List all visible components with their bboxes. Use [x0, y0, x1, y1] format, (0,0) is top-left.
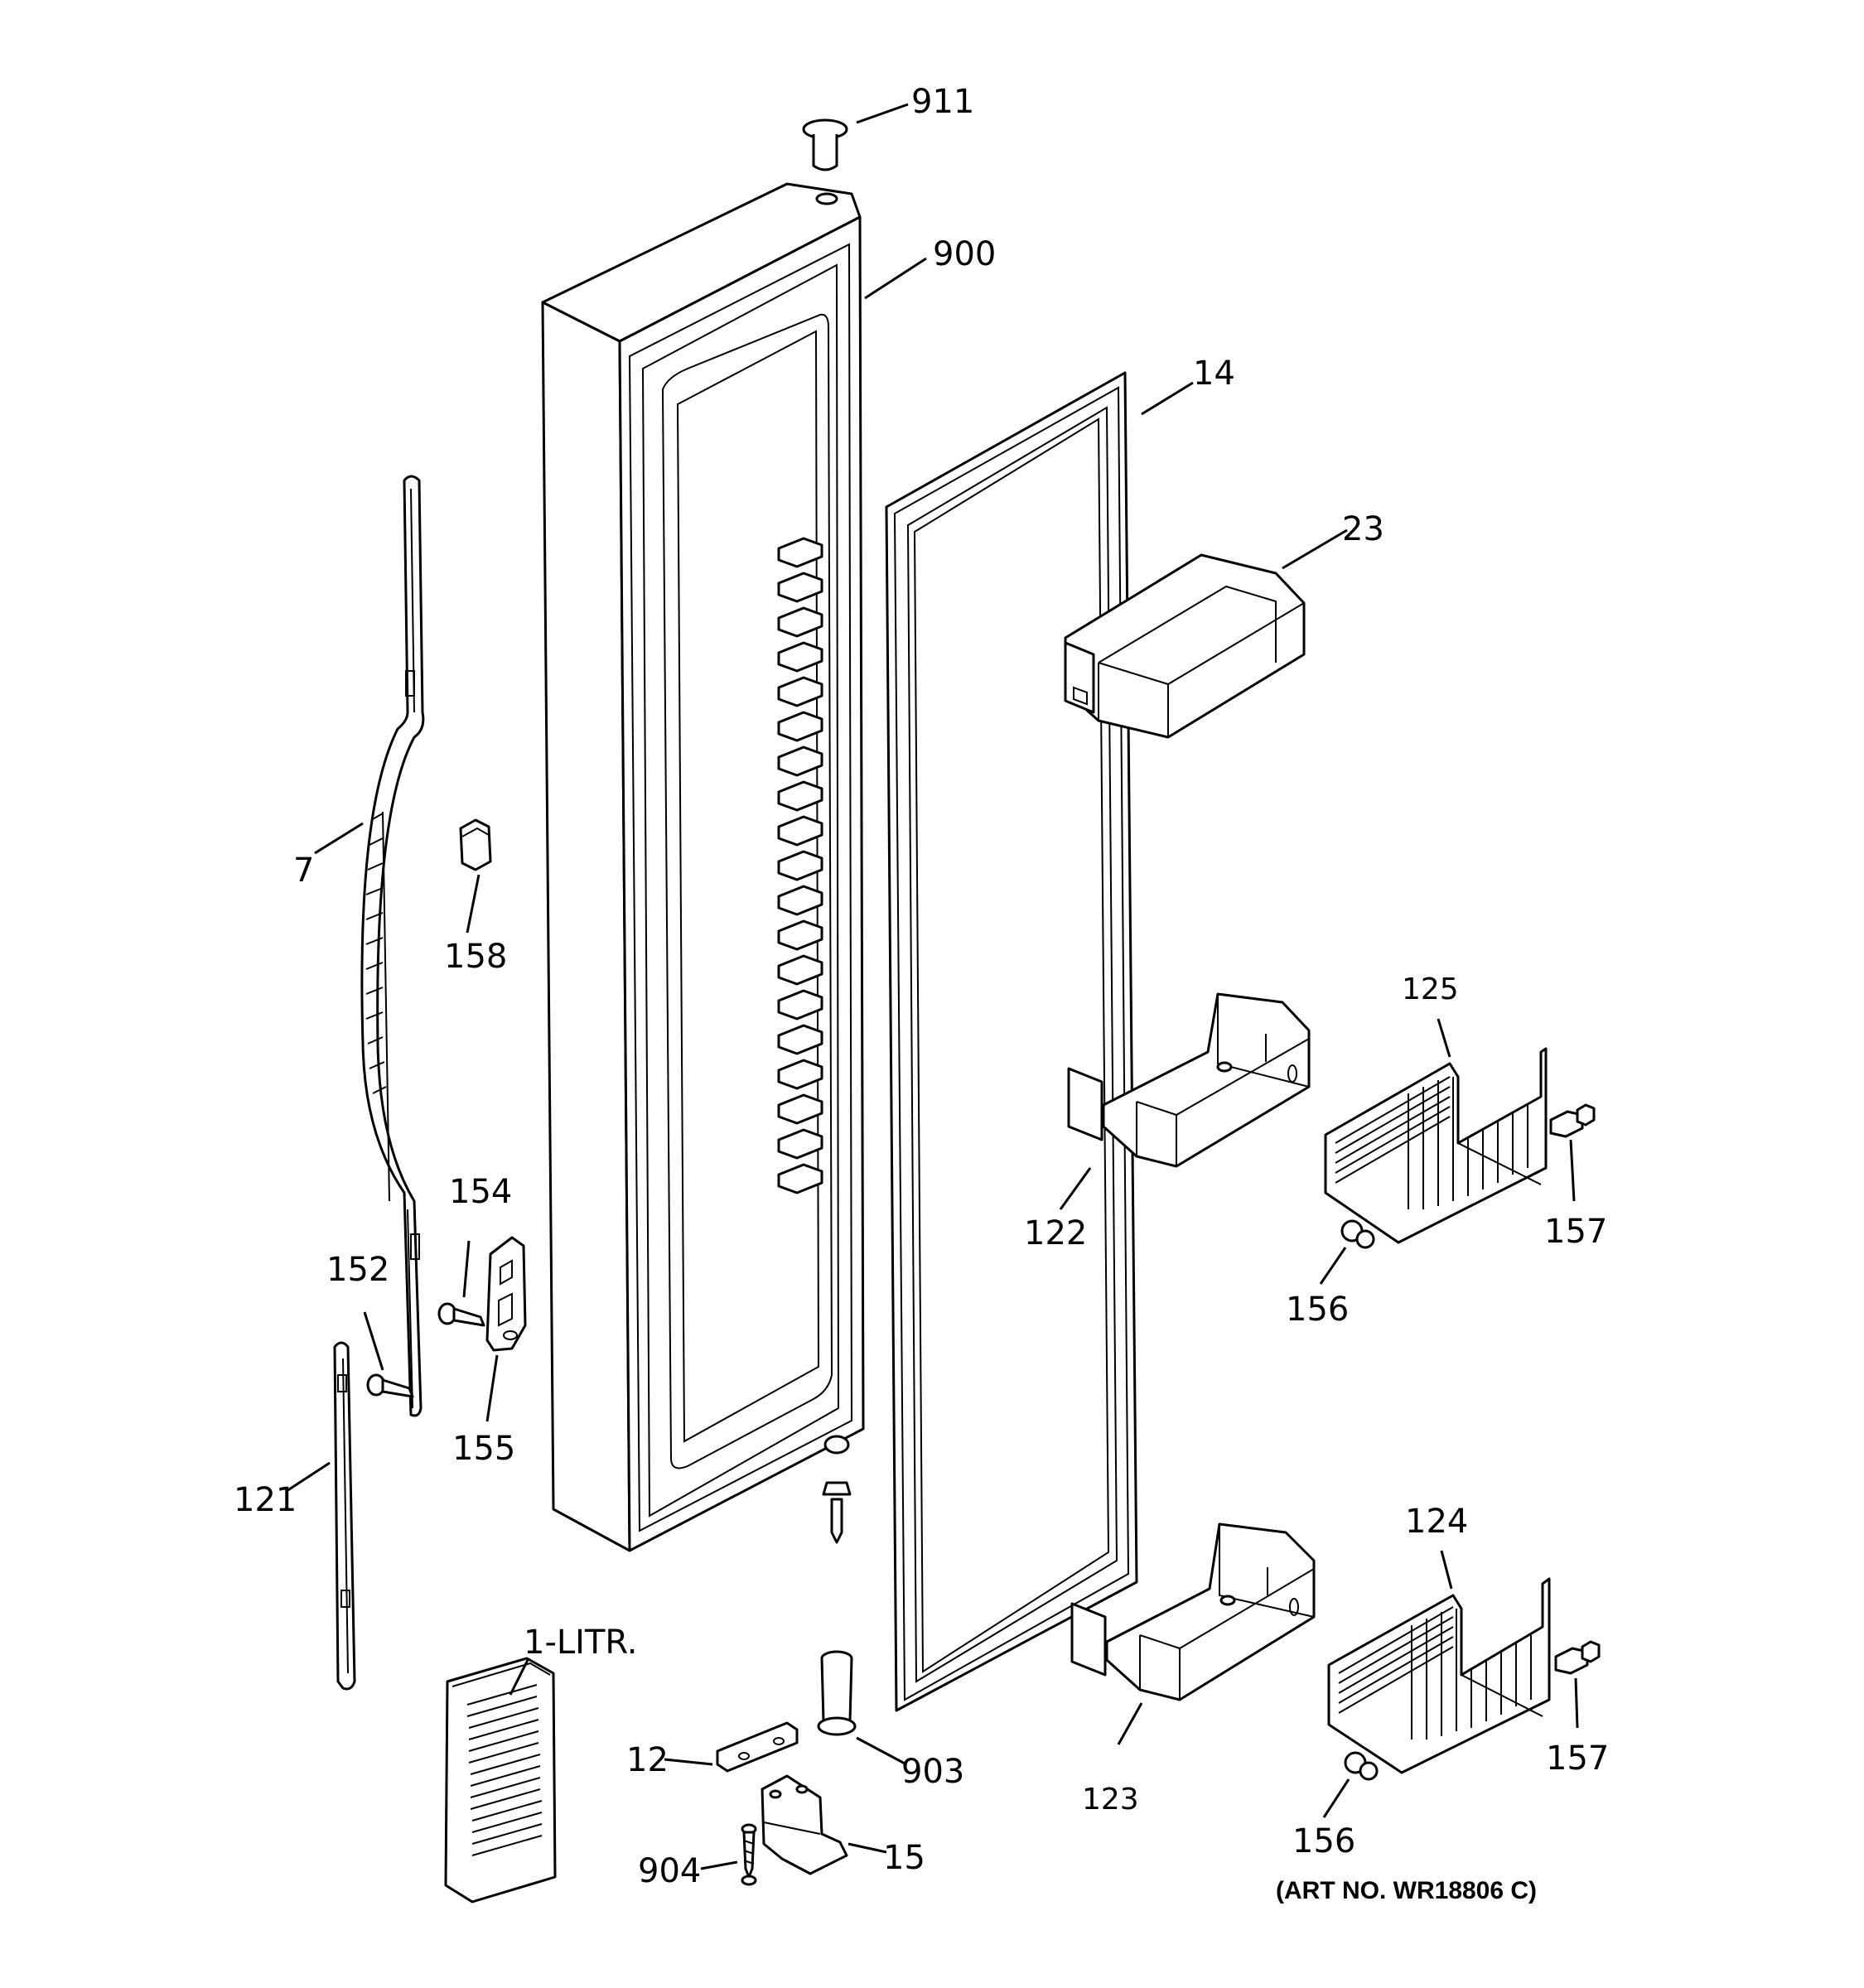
- part-154-screw: [437, 1302, 485, 1327]
- leader-900: [864, 257, 927, 300]
- label-152: 152: [326, 1251, 389, 1289]
- leader-156b: [1322, 1778, 1350, 1818]
- door-shelf-ribs: [777, 537, 823, 1194]
- label-123: 123: [1082, 1783, 1139, 1817]
- part-125-basket: [1324, 1047, 1548, 1244]
- part-12-shim: [716, 1721, 799, 1773]
- part-155-bracket: [485, 1236, 527, 1352]
- part-900-door: [541, 182, 865, 1552]
- leader-15: [847, 1842, 887, 1854]
- leader-911: [856, 103, 909, 124]
- part-152-screw: [366, 1373, 414, 1398]
- leader-152: [363, 1311, 384, 1371]
- leader-155: [485, 1354, 499, 1422]
- label-14: 14: [1193, 355, 1235, 393]
- label-15: 15: [883, 1839, 925, 1877]
- label-23: 23: [1342, 510, 1384, 548]
- part-122-bin: [1067, 992, 1311, 1168]
- label-121: 121: [234, 1481, 297, 1519]
- part-124-basket: [1327, 1577, 1551, 1774]
- label-1-litr: 1-LITR.: [524, 1624, 637, 1662]
- leader-122: [1059, 1167, 1092, 1210]
- label-900: 900: [933, 235, 996, 273]
- leader-23: [1282, 528, 1348, 570]
- leader-123: [1117, 1702, 1143, 1745]
- part-121-trim: [333, 1341, 356, 1691]
- label-156-lower: 156: [1292, 1822, 1355, 1860]
- label-124: 124: [1405, 1503, 1468, 1541]
- part-157-clip-lower: [1554, 1640, 1601, 1675]
- leader-903: [856, 1736, 907, 1766]
- label-154: 154: [449, 1173, 512, 1211]
- label-125: 125: [1402, 972, 1459, 1006]
- art-number: (ART NO. WR18806 C): [1276, 1877, 1537, 1904]
- leader-154: [462, 1240, 471, 1298]
- part-911-cap: [802, 118, 848, 171]
- part-23-bin: [1064, 553, 1306, 739]
- label-157-lower: 157: [1546, 1740, 1609, 1778]
- label-911: 911: [911, 83, 974, 121]
- part-156-stud-lower: [1344, 1751, 1379, 1781]
- leader-156a: [1319, 1247, 1347, 1285]
- leader-1-litr: [509, 1657, 530, 1696]
- label-7: 7: [293, 852, 314, 890]
- leader-121: [286, 1461, 331, 1493]
- label-12: 12: [626, 1741, 669, 1779]
- leader-904: [700, 1860, 738, 1870]
- part-158-clip: [459, 818, 492, 871]
- label-122: 122: [1024, 1214, 1087, 1252]
- part-123-bin: [1070, 1522, 1316, 1701]
- part-903-bushing: [817, 1650, 857, 1736]
- part-1-litr-booklet: [444, 1657, 557, 1904]
- label-903: 903: [901, 1753, 964, 1791]
- leader-12: [664, 1758, 713, 1766]
- label-156-upper: 156: [1286, 1291, 1349, 1329]
- part-157-clip-upper: [1549, 1103, 1596, 1138]
- leader-7: [314, 822, 364, 855]
- label-904: 904: [638, 1852, 701, 1890]
- part-156-stud-upper: [1340, 1219, 1375, 1249]
- part-904-screw: [741, 1823, 757, 1886]
- label-157-upper: 157: [1544, 1213, 1607, 1251]
- label-158: 158: [444, 938, 507, 976]
- leader-14: [1141, 381, 1194, 416]
- label-155: 155: [452, 1430, 515, 1468]
- part-14-gasket: [885, 371, 1138, 1712]
- leader-125: [1437, 1018, 1451, 1058]
- leader-157a: [1569, 1139, 1576, 1202]
- leader-158: [466, 874, 480, 934]
- leader-124: [1440, 1550, 1453, 1590]
- part-15-hinge: [761, 1774, 848, 1875]
- leader-157b: [1574, 1677, 1579, 1729]
- part-7-handle: [360, 475, 425, 1417]
